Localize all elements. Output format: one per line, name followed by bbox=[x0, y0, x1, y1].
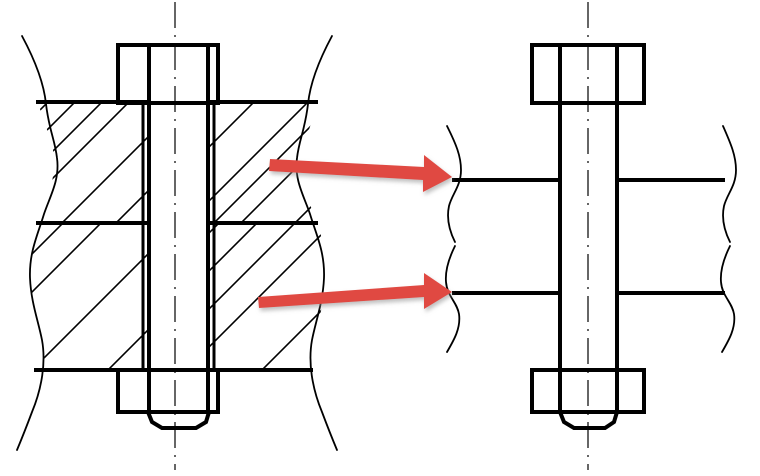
external-hex-nut bbox=[530, 368, 646, 414]
external-nut-chamfer bbox=[558, 411, 619, 430]
section-bolt-head bbox=[116, 43, 220, 105]
external-bolt-head bbox=[530, 43, 646, 105]
section-nut-chamfer bbox=[146, 411, 211, 430]
section-view-group bbox=[16, 2, 338, 470]
callout-arrow-upper bbox=[269, 155, 452, 192]
external-break-line-right-lower bbox=[719, 245, 736, 353]
callout-arrow-lower bbox=[258, 273, 452, 309]
callout-arrows-group bbox=[258, 155, 452, 309]
external-break-line-right-upper bbox=[722, 125, 737, 243]
lower-plate-hatch-left bbox=[29, 223, 149, 370]
external-view-group bbox=[444, 2, 737, 470]
section-break-line-left bbox=[16, 35, 59, 451]
section-hex-nut bbox=[116, 368, 220, 414]
section-break-line-right bbox=[295, 35, 338, 451]
external-break-line-left-upper bbox=[446, 125, 462, 243]
external-break-line-left-lower bbox=[444, 245, 461, 353]
upper-plate-hatch-left bbox=[38, 102, 149, 223]
